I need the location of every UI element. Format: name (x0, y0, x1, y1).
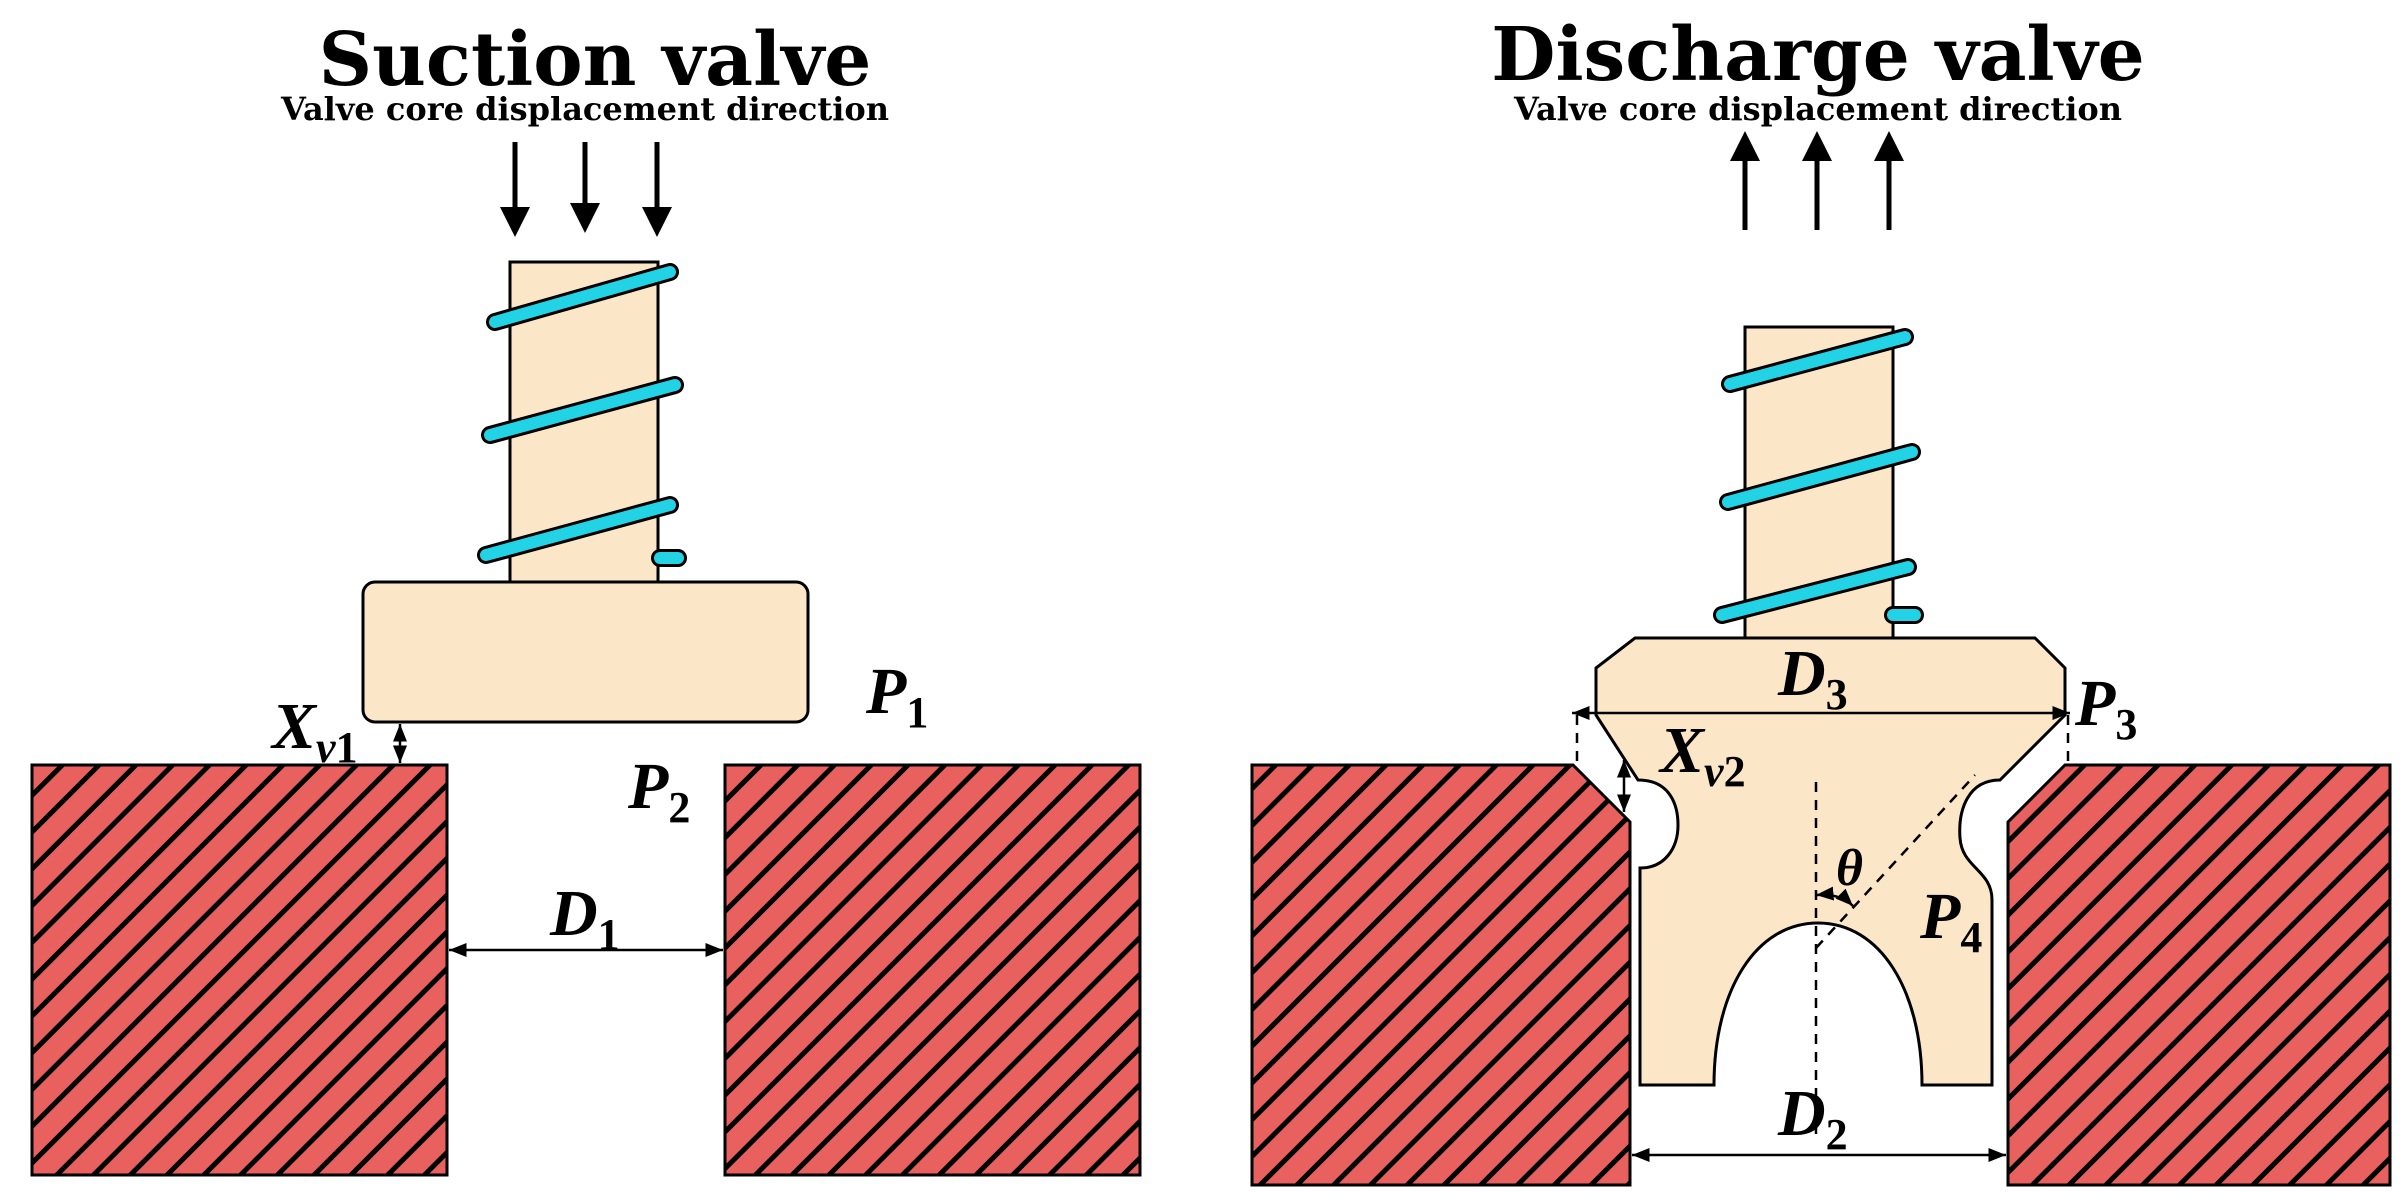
discharge-direction-arrows (1730, 131, 1904, 230)
label-p1: P1 (865, 655, 928, 737)
suction-direction-arrows (500, 142, 672, 237)
discharge-seat-left (1250, 763, 1632, 1187)
suction-seat-right (723, 763, 1142, 1177)
label-xv1: Xv1 (270, 690, 358, 772)
discharge-angle-line (1815, 774, 1976, 949)
suction-spring (477, 263, 687, 567)
discharge-direction-label: Valve core displacement direction (1513, 90, 2122, 128)
theta-arc (1815, 886, 1854, 907)
discharge-valve: Discharge valve Valve core displacement … (1250, 12, 2392, 1187)
discharge-title: Discharge valve (1491, 12, 2144, 98)
suction-title: Suction valve (319, 17, 872, 103)
label-xv2: Xv2 (1658, 714, 1746, 796)
discharge-valve-core (1594, 636, 2067, 1087)
label-d1: D1 (549, 877, 620, 959)
discharge-seat-right (2006, 763, 2392, 1187)
label-p2: P2 (627, 750, 690, 832)
suction-valve-head (361, 580, 810, 724)
discharge-spring (1713, 328, 1924, 624)
label-theta: θ (1836, 840, 1863, 897)
suction-seat-left (30, 763, 449, 1177)
suction-direction-label: Valve core displacement direction (280, 90, 889, 128)
label-d2: D2 (1777, 1077, 1848, 1159)
suction-valve: Suction valve Valve core displacement di… (30, 17, 1142, 1177)
label-p4: P4 (1919, 880, 1982, 962)
label-d3: D3 (1777, 637, 1848, 719)
label-p3: P3 (2074, 667, 2137, 749)
